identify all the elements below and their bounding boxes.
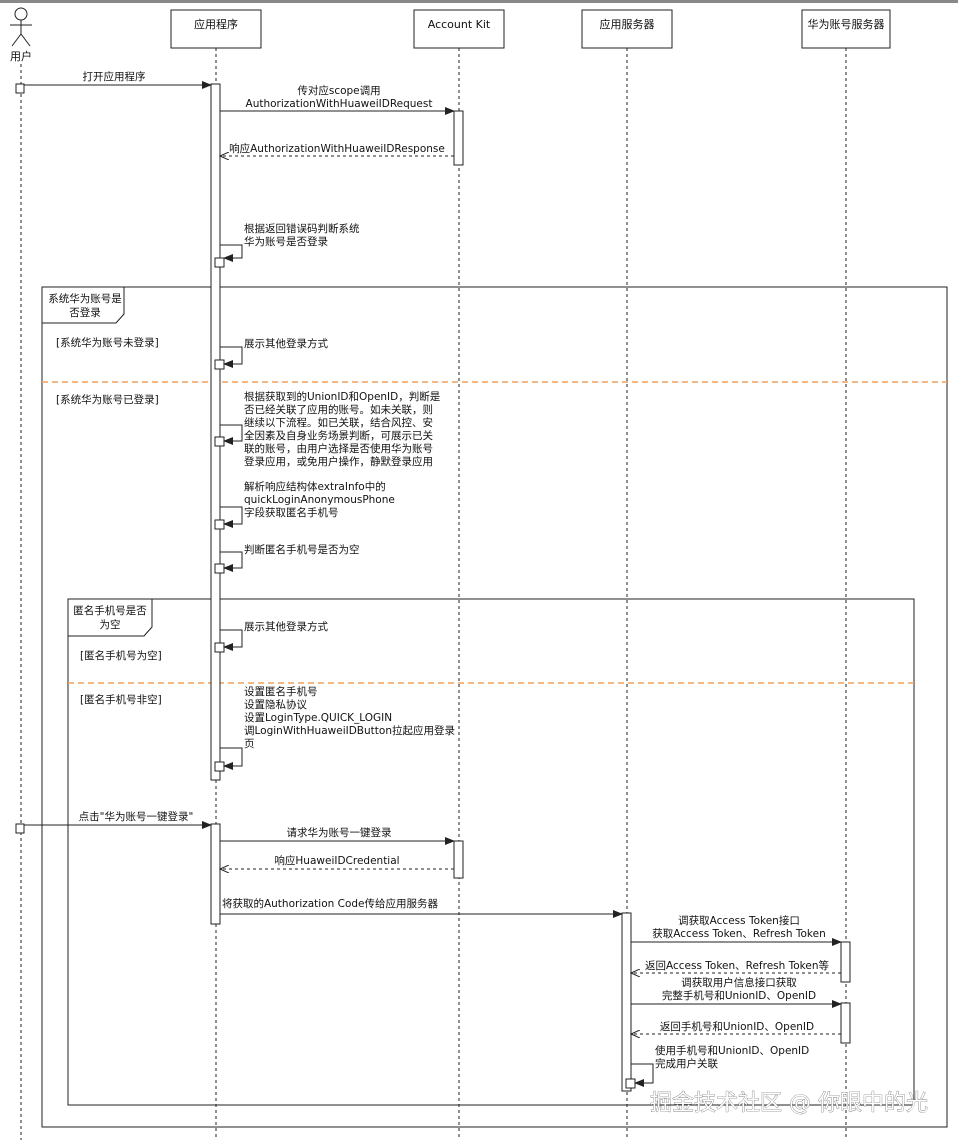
msg-self-judge-linked [220,424,243,445]
activation-app-1 [210,83,221,781]
msg-self-link-user [631,1063,654,1087]
label-auth-request-2: AuthorizationWithHuaweiIDRequest [246,98,433,110]
label-send-code: 将获取的Authorization Code传给应用服务器 [222,897,439,910]
msg-self-check-empty [220,551,243,572]
label-set-button-1: 设置匿名手机号 [244,685,318,698]
activation-kit-1 [453,110,464,166]
label-parse-phone-2: quickLoginAnonymousPhone [244,494,395,506]
fragment-outer-title-1: 系统华为账号是 [48,292,122,305]
self-box-2 [214,359,225,370]
label-set-button-4: 调LoginWithHuaweiIDButton拉起应用登录 [244,724,455,737]
label-check-login-2: 华为账号是否登录 [244,235,328,248]
label-judge-linked-1: 根据获取到的UnionID和OpenID，判断是 [244,390,441,403]
actor-user-label: 用户 [10,49,32,63]
messages [24,81,842,1087]
self-box-7 [214,761,225,772]
label-check-empty: 判断匿名手机号是否为空 [244,543,360,556]
participant-server-label: 应用服务器 [600,17,655,31]
label-judge-linked-3: 继续以下流程。如已关联，结合风控、安 [244,416,433,429]
watermark: 掘金技术社区 @ 你眼中的光 [650,1091,928,1116]
label-return-token: 返回Access Token、Refresh Token等 [645,959,830,972]
label-set-button-5: 页 [244,738,255,750]
label-get-userinfo-1: 调获取用户信息接口获取 [681,976,797,989]
self-box-8 [625,1078,636,1089]
fragment-outer-guard-1: [系统华为账号未登录] [56,336,159,349]
label-parse-phone-1: 解析响应结构体extraInfo中的 [244,480,386,493]
label-judge-linked-2: 否已经关联了应用的账号。如未关联，则 [244,403,433,416]
msg-self-set-button [220,747,243,770]
label-judge-linked-6: 登录应用，或免用户操作，静默登录应用 [244,455,433,468]
activation-kit-2 [453,840,464,879]
fragment-outer-guard-2: [系统华为账号已登录] [56,393,159,406]
participant-hw: 华为账号服务器 [801,9,891,49]
message-labels: 打开应用程序 传对应scope调用 AuthorizationWithHuawe… [79,70,830,1070]
label-open-app: 打开应用程序 [83,70,146,83]
label-auth-request-1: 传对应scope调用 [297,84,380,97]
fragment-outer: 系统华为账号是 否登录 [系统华为账号未登录] [系统华为账号已登录] [41,286,948,1128]
label-judge-linked-5: 联的账号，由用户选择是否使用华为账号 [244,442,433,455]
actor-user: 用户 [10,7,32,63]
activations [210,83,851,1092]
self-box-6 [214,642,225,653]
label-credential: 响应HuaweiIDCredential [274,854,399,867]
label-get-token-2: 获取Access Token、Refresh Token [652,928,826,940]
participant-server: 应用服务器 [581,9,673,49]
msg-self-show-other-1 [220,346,243,368]
activation-server [621,912,632,1092]
origin-box-user-1 [15,83,25,94]
participant-hw-label: 华为账号服务器 [808,17,885,31]
label-set-button-3: 设置LoginType.QUICK_LOGIN [244,712,392,724]
label-parse-phone-3: 字段获取匿名手机号 [244,506,339,519]
label-request-login: 请求华为账号一键登录 [287,826,392,839]
participant-app-label: 应用程序 [194,17,238,31]
activation-hw-1 [840,941,851,983]
self-call-boxes [15,83,636,1089]
label-get-token-1: 调获取Access Token接口 [678,914,800,927]
participant-app: 应用程序 [170,9,262,49]
msg-self-check-login [220,244,243,262]
top-bar [0,0,958,3]
fragment-inner: 匿名手机号是否 为空 [匿名手机号为空] [匿名手机号非空] [67,598,915,1106]
fragment-inner-title-1: 匿名手机号是否 [73,604,147,617]
label-click-login: 点击"华为账号一键登录" [79,810,194,823]
label-check-login-1: 根据返回错误码判断系统 [244,222,360,235]
activation-hw-2 [840,1002,851,1044]
activation-app-2 [210,823,221,925]
label-link-user-1: 使用手机号和UnionID、OpenID [655,1044,809,1057]
fragment-inner-title-2: 为空 [100,618,121,631]
label-set-button-2: 设置隐私协议 [244,698,307,711]
fragment-outer-title-2: 否登录 [69,306,101,319]
self-box-5 [214,563,225,574]
origin-box-user-2 [15,823,25,834]
fragment-inner-guard-2: [匿名手机号非空] [80,693,162,706]
label-show-other-1: 展示其他登录方式 [244,337,328,350]
self-box-1 [214,257,225,268]
fragment-inner-guard-1: [匿名手机号为空] [80,649,162,662]
label-judge-linked-4: 全因素及自身业务场景判断，可展示已关 [244,429,433,442]
participant-kit-label: Account Kit [428,18,491,31]
label-get-userinfo-2: 完整手机号和UnionID、OpenID [662,989,816,1002]
self-box-3 [214,436,225,447]
label-return-userinfo: 返回手机号和UnionID、OpenID [660,1020,814,1033]
label-auth-response: 响应AuthorizationWithHuaweiIDResponse [229,142,445,155]
participant-kit: Account Kit [413,9,505,49]
label-link-user-2: 完成用户关联 [655,1057,718,1070]
msg-self-show-other-2 [220,629,243,651]
label-show-other-2: 展示其他登录方式 [244,620,328,633]
self-box-4 [214,519,225,530]
msg-self-parse-phone [220,506,243,528]
